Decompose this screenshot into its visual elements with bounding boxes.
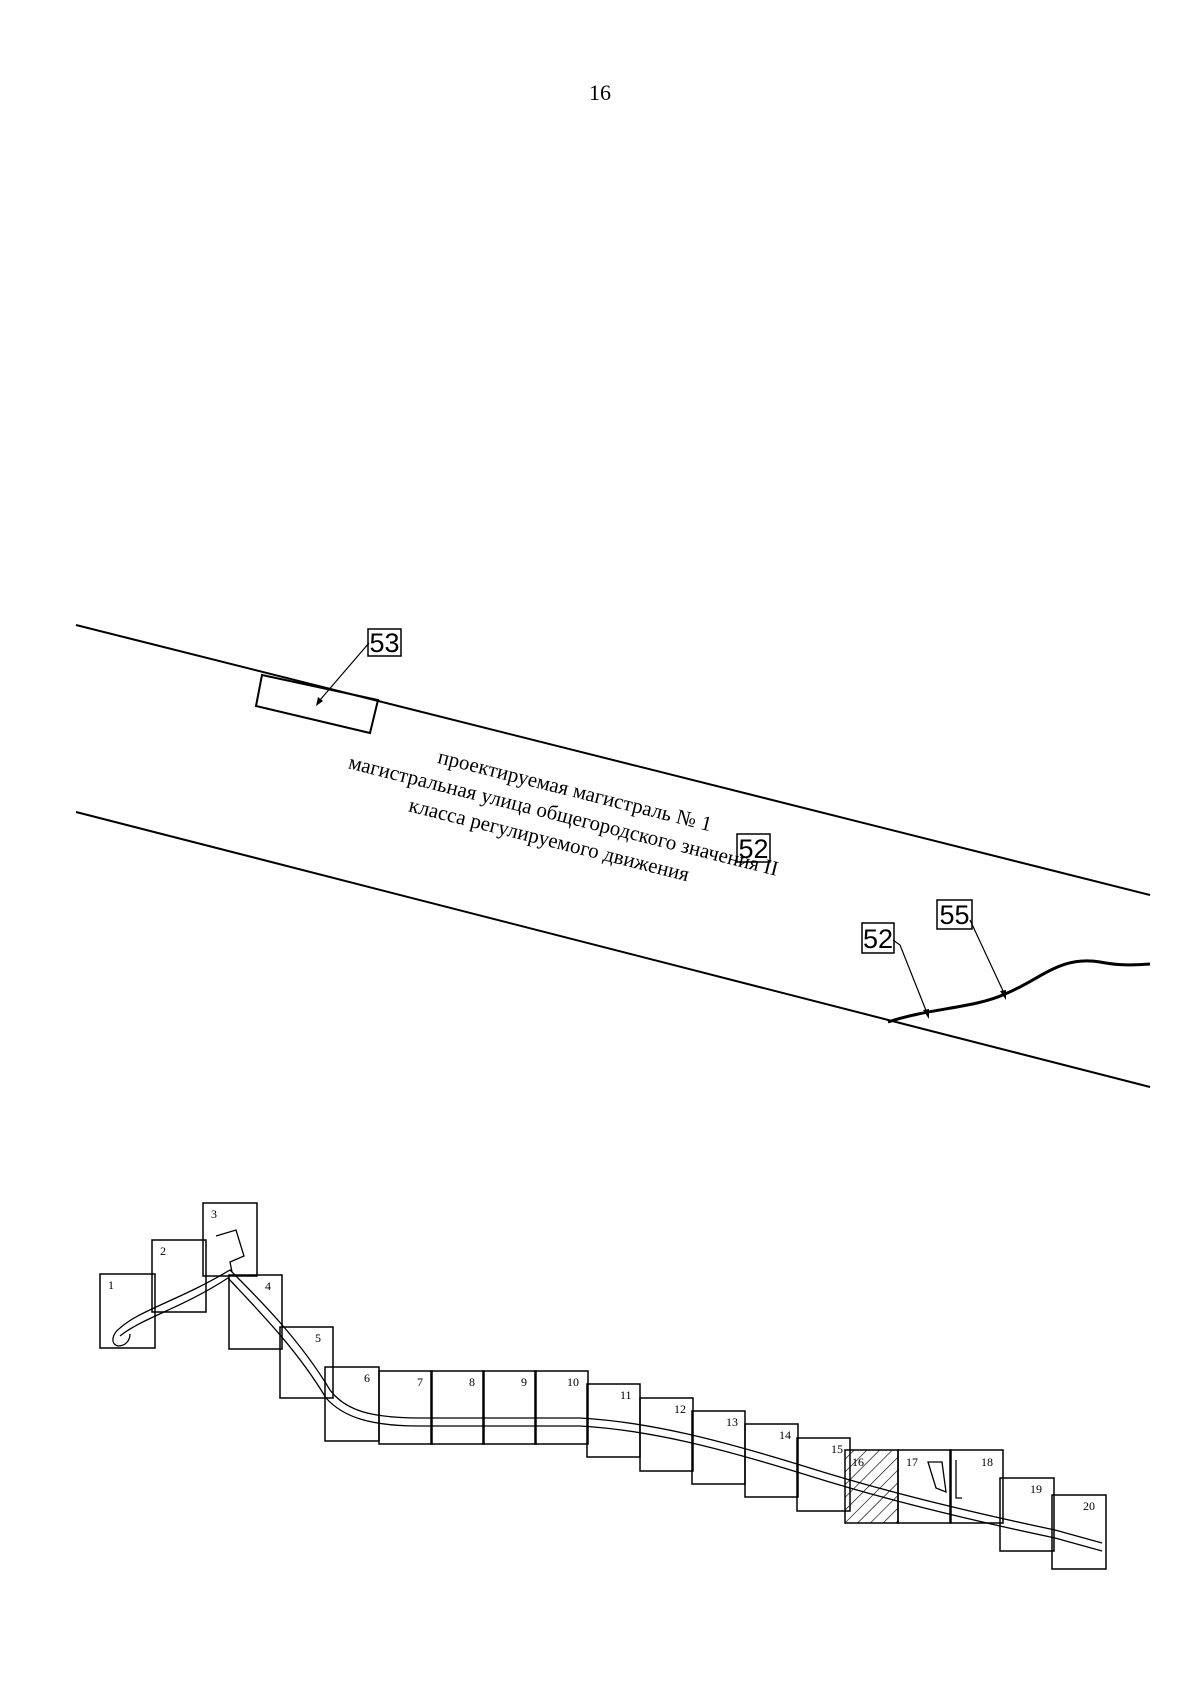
street-bottom-edge <box>75 811 1151 1088</box>
route-line-upper <box>119 1269 1103 1544</box>
sheet-number-11: 11 <box>620 1388 632 1402</box>
ref-55-arrowhead <box>1000 990 1006 1000</box>
street-plan: 53 проектируемая магистраль № 1 магистра… <box>75 624 1151 1088</box>
sheet-9 <box>482 1370 537 1445</box>
ref-52-edge-leader <box>892 939 928 1014</box>
sheet-number-10: 10 <box>567 1375 579 1389</box>
sheet-20 <box>1051 1494 1107 1570</box>
building-outline <box>254 673 380 735</box>
sheet-4 <box>228 1274 283 1350</box>
sheet-number-1: 1 <box>108 1278 114 1292</box>
sheet-number-7: 7 <box>417 1375 423 1389</box>
sheet-number-12: 12 <box>674 1402 686 1416</box>
sheet-number-6: 6 <box>364 1371 370 1385</box>
street-name: проектируемая магистраль № 1 магистральн… <box>346 744 781 886</box>
ref-53-label: 53 <box>369 628 399 658</box>
sheet-number-20: 20 <box>1083 1499 1095 1513</box>
sheet-number-13: 13 <box>726 1415 738 1429</box>
sheet-12 <box>639 1397 694 1472</box>
street-top-edge <box>75 624 1151 896</box>
sheet-number-8: 8 <box>469 1375 475 1389</box>
sheet-19 <box>999 1477 1055 1552</box>
sheet-3 <box>202 1202 258 1277</box>
sheet-10 <box>534 1370 589 1445</box>
sheet-key-map <box>99 1202 1107 1570</box>
sheet-numbers: 1 2 3 4 5 6 7 8 9 10 11 12 13 14 15 16 1… <box>108 1207 1095 1513</box>
ref-53-leader <box>319 642 370 701</box>
sheet-16 <box>844 1449 899 1524</box>
sheet-number-14: 14 <box>779 1428 791 1442</box>
sheet-number-19: 19 <box>1030 1482 1042 1496</box>
sheet-number-9: 9 <box>521 1375 527 1389</box>
sheet-number-5: 5 <box>315 1331 321 1345</box>
ref-52-edge-label: 52 <box>863 924 893 954</box>
sheet-8 <box>430 1370 485 1445</box>
sheet-14 <box>744 1423 799 1498</box>
ref-53-arrowhead <box>316 697 323 706</box>
route-hook <box>112 1327 131 1347</box>
sheet-number-3: 3 <box>211 1207 217 1221</box>
sheet-number-17: 17 <box>906 1455 918 1469</box>
route-branch-17 <box>927 1461 947 1494</box>
page-number: 16 <box>589 80 611 105</box>
ref-52-street-box <box>736 833 771 863</box>
sheet-17 <box>897 1449 952 1524</box>
sheet-number-15: 15 <box>831 1442 843 1456</box>
route-branch-18 <box>955 1460 962 1499</box>
sheet-5 <box>279 1326 334 1399</box>
feature-line <box>887 959 1151 1024</box>
route-branch-3 <box>215 1229 245 1273</box>
ref-52-edge-arrowhead <box>923 1009 929 1019</box>
ref-55-label: 55 <box>939 900 969 930</box>
sheet-number-2: 2 <box>160 1244 166 1258</box>
ref-52-street-label: 52 <box>738 834 768 864</box>
sheet-7 <box>378 1370 433 1445</box>
route-line-lower <box>119 1277 1103 1552</box>
ref-52-edge-box <box>861 922 895 954</box>
sheet-number-4: 4 <box>265 1279 271 1293</box>
sheet-number-16: 16 <box>852 1455 864 1469</box>
ref-53-box <box>367 628 402 657</box>
sheet-1 <box>99 1273 156 1349</box>
ref-55-box <box>936 899 973 930</box>
ref-55-leader <box>969 919 1005 994</box>
sheet-number-18: 18 <box>981 1455 993 1469</box>
sheet-18 <box>949 1449 1004 1524</box>
